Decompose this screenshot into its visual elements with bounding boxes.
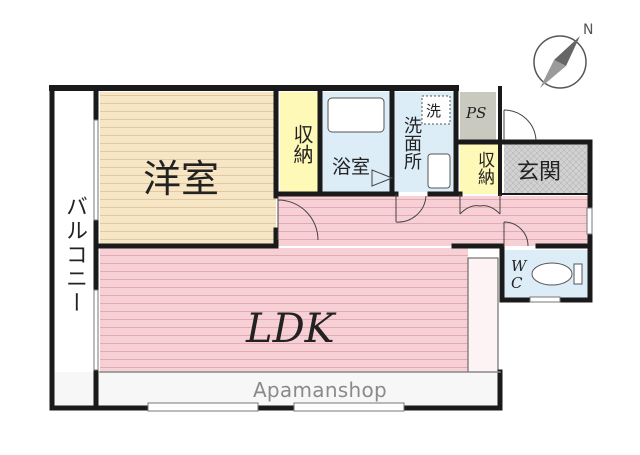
compass-icon xyxy=(533,35,587,89)
entrance-label: 玄関 xyxy=(517,160,562,185)
watermark: Apamanshop xyxy=(252,378,388,402)
ps-floor xyxy=(460,92,496,140)
compass-north-label: N xyxy=(583,22,594,38)
closet-2-label: 収納 xyxy=(474,151,494,185)
closet-2-floor xyxy=(460,144,500,194)
closet-1-label: 収納 xyxy=(290,124,314,164)
balcony-label: バルコニー xyxy=(62,195,87,315)
balcony-bottom-strip xyxy=(54,372,502,406)
wash-basin xyxy=(427,153,451,189)
bathtub xyxy=(327,97,385,133)
entrance-floor xyxy=(504,144,588,194)
walls xyxy=(49,85,593,411)
bathroom-label: 浴室 xyxy=(332,156,371,178)
washer-space xyxy=(421,95,451,125)
corridor-floor xyxy=(278,196,588,246)
western-room-floor xyxy=(100,92,276,244)
toilet-tank xyxy=(573,263,583,285)
windows xyxy=(93,119,593,412)
washroom-label: 洗面所 xyxy=(401,116,422,170)
balcony-floor xyxy=(54,92,94,404)
doors xyxy=(277,109,537,247)
closet-1-floor xyxy=(280,92,318,192)
ps-label: PS xyxy=(466,104,487,122)
ldk-label: LDK xyxy=(246,306,335,352)
western-room-label: 洋室 xyxy=(143,157,220,201)
washer-label: 洗 xyxy=(426,102,442,120)
toilet-label: WC xyxy=(511,257,527,292)
toilet-bowl xyxy=(531,262,573,286)
